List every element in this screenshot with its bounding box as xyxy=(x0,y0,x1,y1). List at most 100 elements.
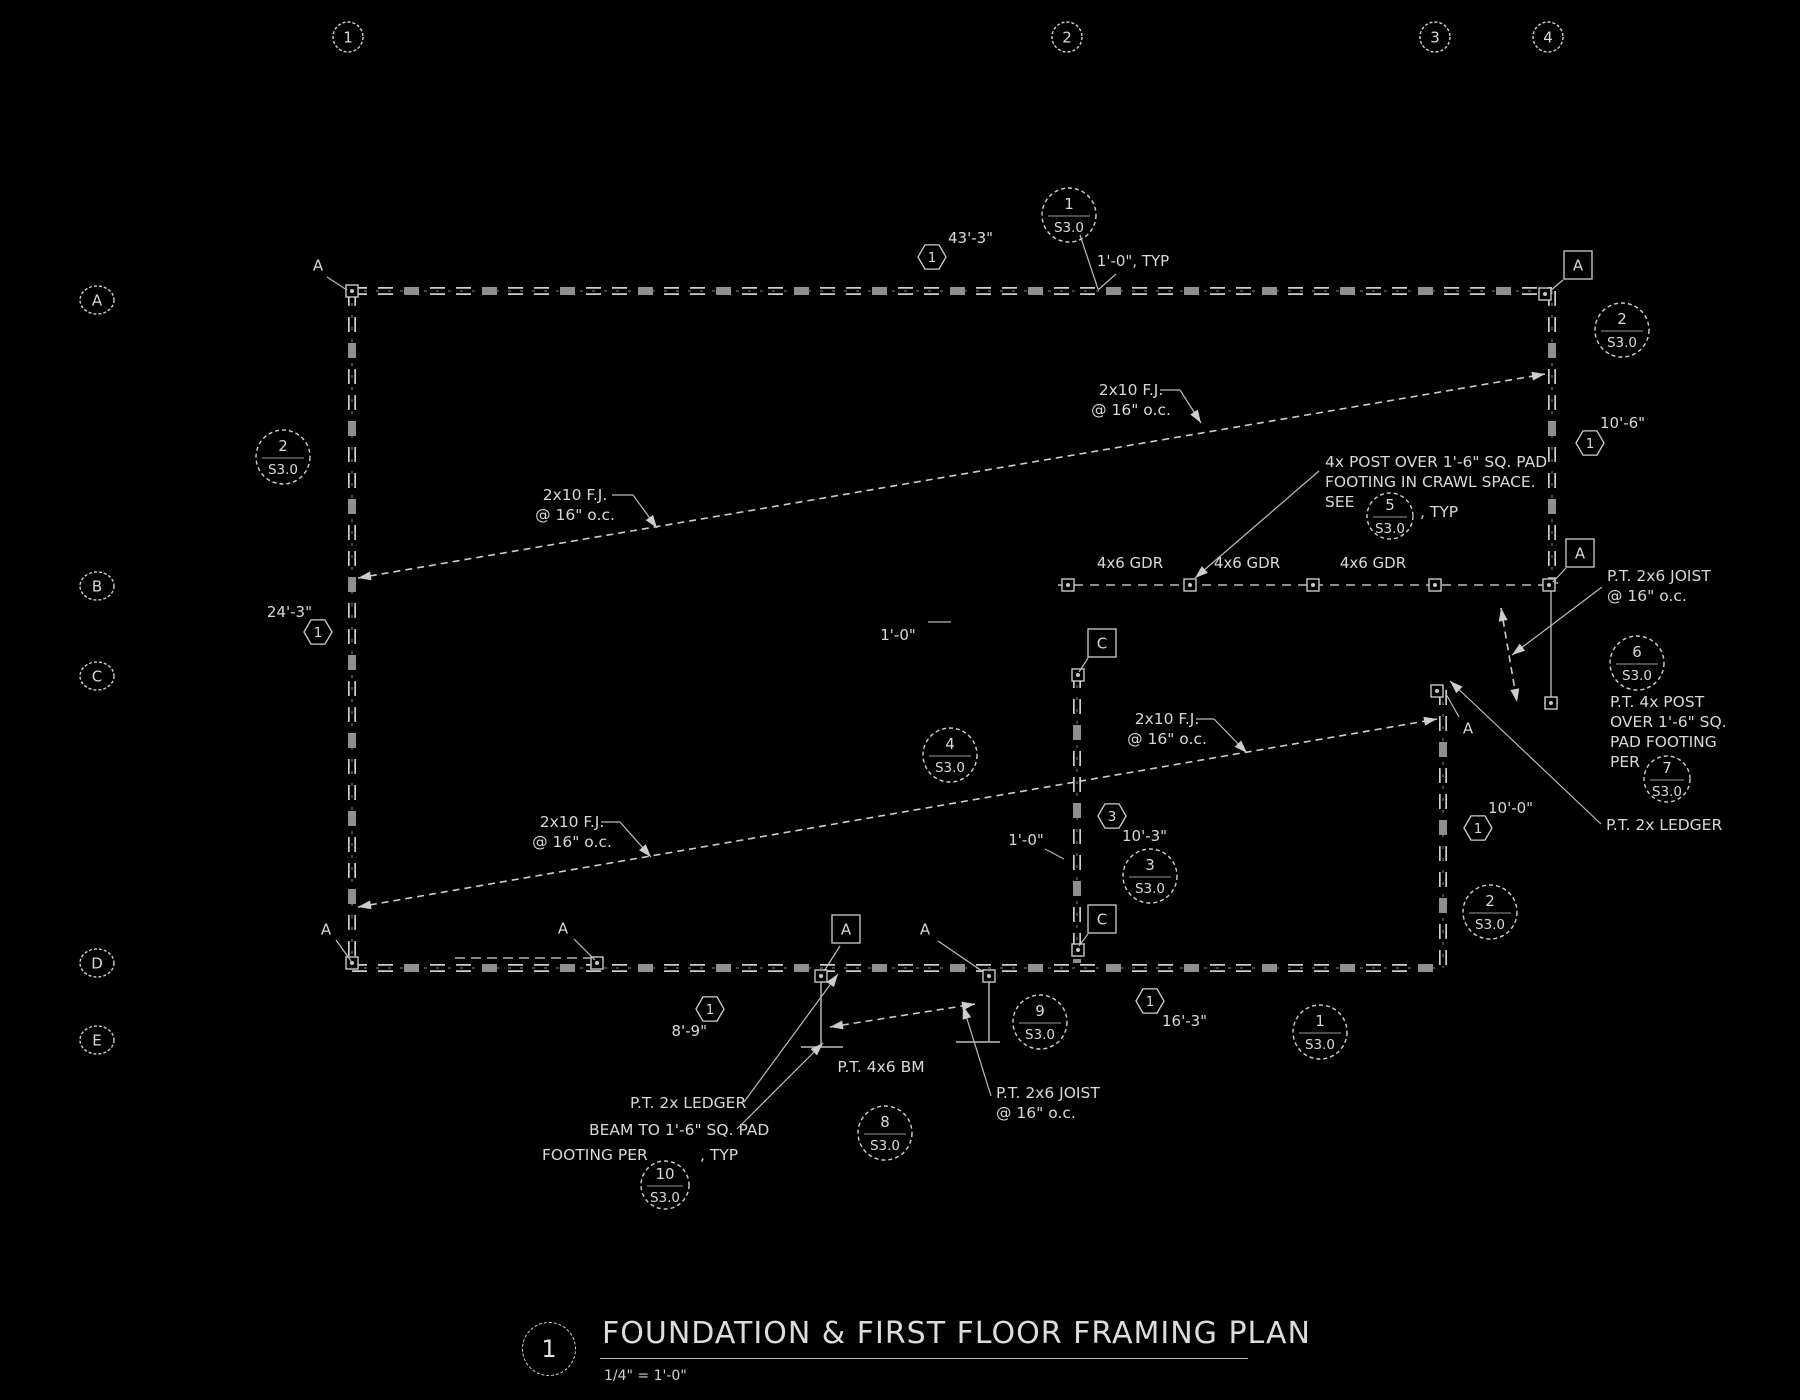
section-marker-leader xyxy=(823,945,841,972)
note-text-line: 2x10 F.J. xyxy=(1135,710,1200,728)
deck-joist-span-right xyxy=(1498,607,1520,703)
joist-arrowhead xyxy=(1510,688,1520,702)
callout-detail-number: 9 xyxy=(1035,1002,1045,1020)
note-text-line: 2x10 F.J. xyxy=(1099,381,1164,399)
note-text-line: FOOTING IN CRAWL SPACE. xyxy=(1325,473,1536,491)
dimension-text: 10'-6" xyxy=(1600,414,1645,432)
note-text-line: OVER 1'-6" SQ. xyxy=(1610,713,1727,731)
annotation-note-12: 4x POST OVER 1'-6" SQ. PAD FOOTING IN CRA… xyxy=(1194,453,1547,579)
dimension-note-1: 1'-0" xyxy=(880,621,951,644)
callout-sheet-number: S3.0 xyxy=(1025,1027,1055,1043)
note-text-line: , TYP xyxy=(700,1146,738,1164)
detail-callout-6-S3.0: 6S3.0 xyxy=(1609,635,1665,691)
joist-arrowhead xyxy=(1190,409,1201,423)
section-cut-marker-A: A xyxy=(1445,693,1474,738)
grid-bubble-top-3: 3 xyxy=(1419,21,1451,53)
dimension-hex-1: 116'-3" xyxy=(1135,988,1207,1030)
grid-bubble-label: 2 xyxy=(1062,29,1072,47)
grid-bubble-circle xyxy=(1419,21,1451,53)
section-marker-leader xyxy=(1078,657,1089,673)
note-text-line: 4x POST OVER 1'-6" SQ. PAD xyxy=(1325,453,1547,471)
pier-center-dot xyxy=(1066,583,1070,587)
hex-outline xyxy=(1097,803,1127,829)
section-cut-marker-A: A xyxy=(321,921,352,962)
section-marker-letter: A xyxy=(920,921,931,939)
callout-sheet-number: S3.0 xyxy=(1475,917,1505,933)
grid-bubble-label: C xyxy=(92,668,102,686)
section-marker-letter: A xyxy=(841,921,852,939)
joist-span-line xyxy=(357,718,1438,908)
annotation-note-10: FOOTING PER xyxy=(542,1146,648,1164)
annotation-note-5: P.T. 2x6 JOIST@ 16" o.c. xyxy=(962,1005,1100,1122)
grid-bubble-label: 1 xyxy=(343,29,353,47)
note-text-line: 2x10 F.J. xyxy=(543,486,608,504)
note-text-line: P.T. 4x6 BM xyxy=(837,1058,924,1076)
callout-sheet-number: S3.0 xyxy=(1607,335,1637,351)
section-cut-marker-A: A xyxy=(920,921,983,972)
joist-arrowhead xyxy=(962,1006,972,1020)
annotation-note-13: , TYP xyxy=(1420,503,1458,521)
note-text-line: PAD FOOTING xyxy=(1610,733,1717,751)
drawing-title: FOUNDATION & FIRST FLOOR FRAMING PLAN xyxy=(602,1316,1311,1351)
grid-bubble-top-1: 1 xyxy=(332,21,364,53)
detail-callout-2-S3.0: 2S3.0 xyxy=(1594,302,1650,358)
callout-detail-number: 2 xyxy=(1485,892,1495,910)
detail-callout-7-S3.0: 7S3.0 xyxy=(1643,755,1691,803)
pier-center-dot xyxy=(819,974,823,978)
grid-bubble-circle xyxy=(79,948,115,978)
callout-circle xyxy=(255,429,311,485)
joist-arrowhead xyxy=(639,844,651,857)
note-text-line: P.T. 2x6 JOIST xyxy=(996,1084,1100,1102)
dimension-text: 8'-9" xyxy=(671,1022,707,1040)
section-marker-letter: A xyxy=(321,921,332,939)
floor-joist-span-upper xyxy=(357,371,1546,581)
pier-center-dot xyxy=(595,961,599,965)
grid-bubble-circle xyxy=(332,21,364,53)
grid-bubble-left-C: C xyxy=(79,661,115,691)
note-text-line: P.T. 2x LEDGER xyxy=(1606,816,1722,834)
joist-arrowhead xyxy=(1498,608,1508,622)
section-cut-marker-A: A xyxy=(823,914,861,972)
section-marker-letter: A xyxy=(1573,257,1584,275)
section-cut-marker-C: C xyxy=(1078,628,1117,673)
hex-outline xyxy=(1575,430,1605,456)
callout-sheet-number: S3.0 xyxy=(1054,220,1084,236)
note-leader xyxy=(1511,586,1603,656)
dimension-text: 16'-3" xyxy=(1162,1012,1207,1030)
grid-bubble-circle xyxy=(79,661,115,691)
grid-bubble-label: E xyxy=(92,1032,101,1050)
grid-bubble-label: A xyxy=(92,292,103,310)
annotation-note-8: P.T. 4x6 BM xyxy=(837,1058,924,1076)
pier-symbol xyxy=(1183,578,1197,592)
detail-callout-4-S3.0: 4S3.0 xyxy=(922,727,978,783)
dimension-hex-1: 124'-3" xyxy=(267,603,333,645)
callout-detail-number: 10 xyxy=(655,1165,674,1183)
note-text-line: BEAM TO 1'-6" SQ. PAD xyxy=(589,1121,769,1139)
grid-bubble-left-E: E xyxy=(79,1025,115,1055)
joist-arrowhead xyxy=(961,1001,975,1011)
section-marker-leader xyxy=(937,940,983,972)
pier-symbol xyxy=(1430,684,1444,698)
section-marker-leader xyxy=(573,938,596,961)
section-cut-marker-A: A xyxy=(558,920,596,961)
grid-bubble-circle xyxy=(79,285,115,315)
callout-detail-number: 3 xyxy=(1145,856,1155,874)
annotation-note-6: P.T. 2x LEDGER xyxy=(1449,680,1722,834)
dimension-hex-1: 143'-3" xyxy=(917,229,993,270)
pier-symbol xyxy=(982,969,996,983)
hex-number: 1 xyxy=(706,1002,715,1018)
hex-number: 1 xyxy=(1586,436,1595,452)
joist-arrowhead xyxy=(358,900,372,910)
detail-callout-1-S3.0: 1S3.0 xyxy=(1041,187,1097,243)
dimension-leader xyxy=(1097,273,1117,291)
drawing-scale: 1/4" = 1'-0" xyxy=(604,1368,687,1384)
pier-symbol xyxy=(1544,696,1558,710)
dimension-text: 1'-0" xyxy=(880,626,916,644)
title-underline xyxy=(600,1358,1248,1359)
pier-center-dot xyxy=(1076,948,1080,952)
girder-label-2: 4x6 GDR xyxy=(1340,554,1406,572)
joist-arrowhead xyxy=(1531,371,1545,381)
pier-symbol xyxy=(345,284,359,298)
note-text-line: SEE xyxy=(1325,493,1354,511)
